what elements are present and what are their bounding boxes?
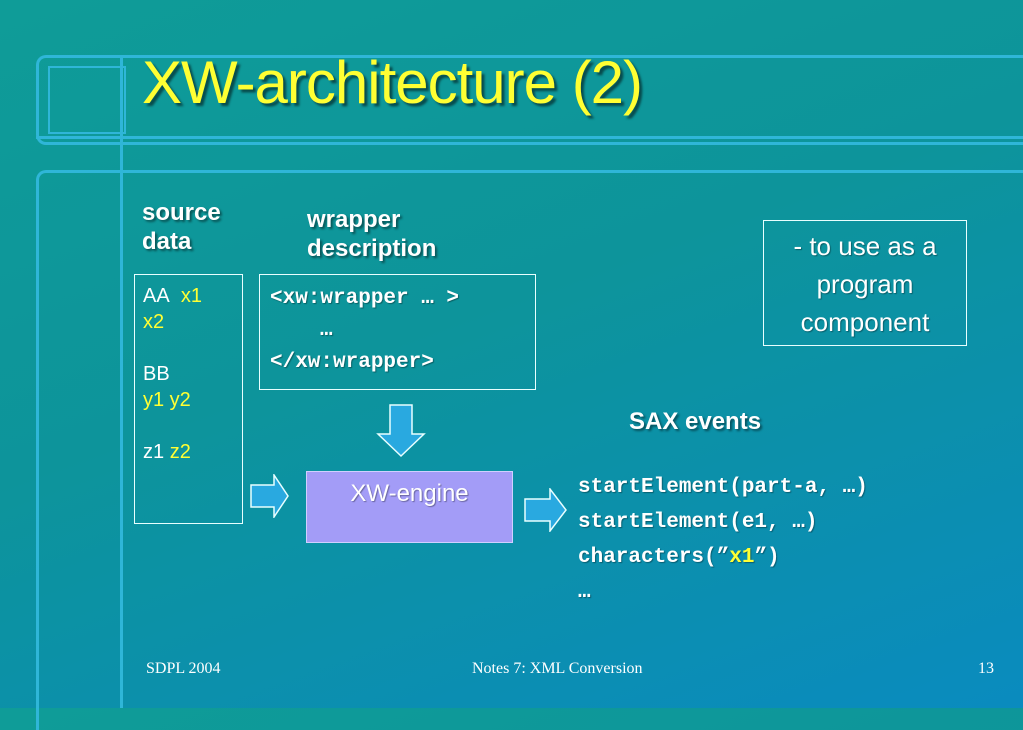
source-label-line2: data bbox=[142, 228, 192, 255]
source-aa: AA bbox=[143, 285, 170, 307]
note-line3: component bbox=[800, 307, 930, 337]
title-frame bbox=[36, 55, 1023, 145]
down-arrow-icon bbox=[376, 404, 426, 458]
note-line2: program bbox=[816, 269, 914, 299]
wrapper-box: <xw:wrapper … > … </xw:wrapper> bbox=[259, 274, 536, 390]
footer-center: Notes 7: XML Conversion bbox=[472, 660, 643, 677]
event-line3-prefix: characters(” bbox=[578, 546, 730, 569]
source-spacer-2 bbox=[143, 413, 242, 439]
xw-engine-box: XW-engine bbox=[306, 471, 513, 543]
right-arrow-icon-to-engine bbox=[250, 474, 289, 518]
wrapper-description-label: wrapper description bbox=[307, 205, 436, 263]
frame-vertical-line bbox=[120, 55, 123, 708]
wrapper-label-line2: description bbox=[307, 235, 437, 262]
source-z2: z2 bbox=[169, 441, 191, 463]
event-line3: characters(”x1”) bbox=[578, 540, 868, 575]
source-z1: z1 bbox=[143, 441, 165, 463]
source-row-z: z1 z2 bbox=[143, 439, 242, 465]
source-spacer-1 bbox=[143, 335, 242, 361]
body-frame bbox=[36, 170, 1023, 730]
wrapper-line3: </xw:wrapper> bbox=[270, 351, 434, 374]
source-data-box: AA x1 x2 BB y1 y2 z1 z2 bbox=[134, 274, 243, 524]
footer-left: SDPL 2004 bbox=[146, 660, 221, 677]
corner-square bbox=[48, 66, 126, 134]
event-line1: startElement(part-a, …) bbox=[578, 476, 868, 499]
slide-title: XW-architecture (2) bbox=[142, 49, 643, 116]
source-bb: BB bbox=[143, 363, 170, 385]
event-line4: … bbox=[578, 581, 591, 604]
page-number: 13 bbox=[978, 660, 994, 677]
right-arrow-icon-to-events bbox=[524, 488, 567, 532]
source-row-1: AA x1 bbox=[143, 283, 242, 309]
source-x2: x2 bbox=[143, 311, 165, 333]
wrapper-line2: … bbox=[320, 319, 333, 342]
wrapper-line1: <xw:wrapper … > bbox=[270, 287, 460, 310]
event-line3-value: x1 bbox=[729, 546, 755, 569]
program-component-note: - to use as a program component bbox=[763, 220, 967, 346]
xw-engine-label: XW-engine bbox=[350, 480, 469, 507]
event-line3-suffix: ”) bbox=[754, 546, 780, 569]
wrapper-label-line1: wrapper bbox=[307, 206, 401, 233]
source-data-label: source data bbox=[142, 198, 221, 256]
sax-events-label: SAX events bbox=[629, 408, 762, 435]
source-x1: x1 bbox=[180, 285, 202, 307]
frame-horizontal-line bbox=[36, 136, 1023, 139]
note-line1: - to use as a bbox=[793, 231, 937, 261]
sax-event-list: startElement(part-a, …) startElement(e1,… bbox=[578, 470, 868, 610]
source-label-line1: source bbox=[142, 199, 221, 226]
event-line2: startElement(e1, …) bbox=[578, 511, 818, 534]
source-y1y2: y1 y2 bbox=[143, 389, 191, 411]
